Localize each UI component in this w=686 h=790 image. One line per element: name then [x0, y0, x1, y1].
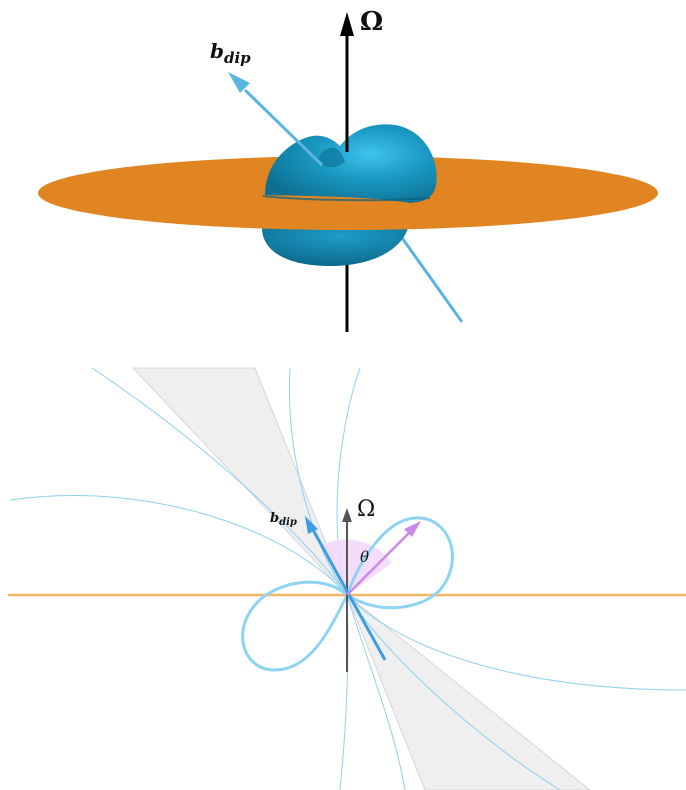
- emission-lobe-upper: [345, 516, 454, 610]
- theta-wedge: [322, 539, 392, 595]
- bdip-label-top: bdip: [210, 39, 251, 67]
- lower-lobe: [262, 228, 408, 266]
- top-3d-panel: Ω bdip: [38, 7, 658, 332]
- spin-axis-arrowhead-2d: [342, 508, 352, 522]
- field-lines: [9, 367, 686, 790]
- omega-label-bottom: Ω: [357, 497, 375, 522]
- lower-cone: [346, 593, 591, 790]
- bottom-2d-panel: Ω bdip θ: [8, 367, 686, 790]
- spin-axis-arrowhead: [340, 12, 354, 36]
- emission-lobe-lower: [241, 580, 349, 672]
- lobe-dimple: [318, 147, 345, 168]
- dipole-axis-arrowhead-2d: [305, 516, 318, 534]
- bdip-label-bottom: bdip: [270, 511, 297, 528]
- dipole-axis-lower: [393, 227, 464, 323]
- beam-arrowhead: [404, 521, 421, 537]
- beam-arrow: [346, 529, 413, 596]
- upper-lobe: [265, 124, 437, 203]
- disk-inner-rim: [262, 195, 431, 202]
- omega-label-top: Ω: [360, 7, 383, 37]
- dipole-axis-arrowhead: [228, 72, 250, 93]
- dipole-axis-upper: [243, 88, 324, 167]
- theta-label: θ: [360, 548, 369, 566]
